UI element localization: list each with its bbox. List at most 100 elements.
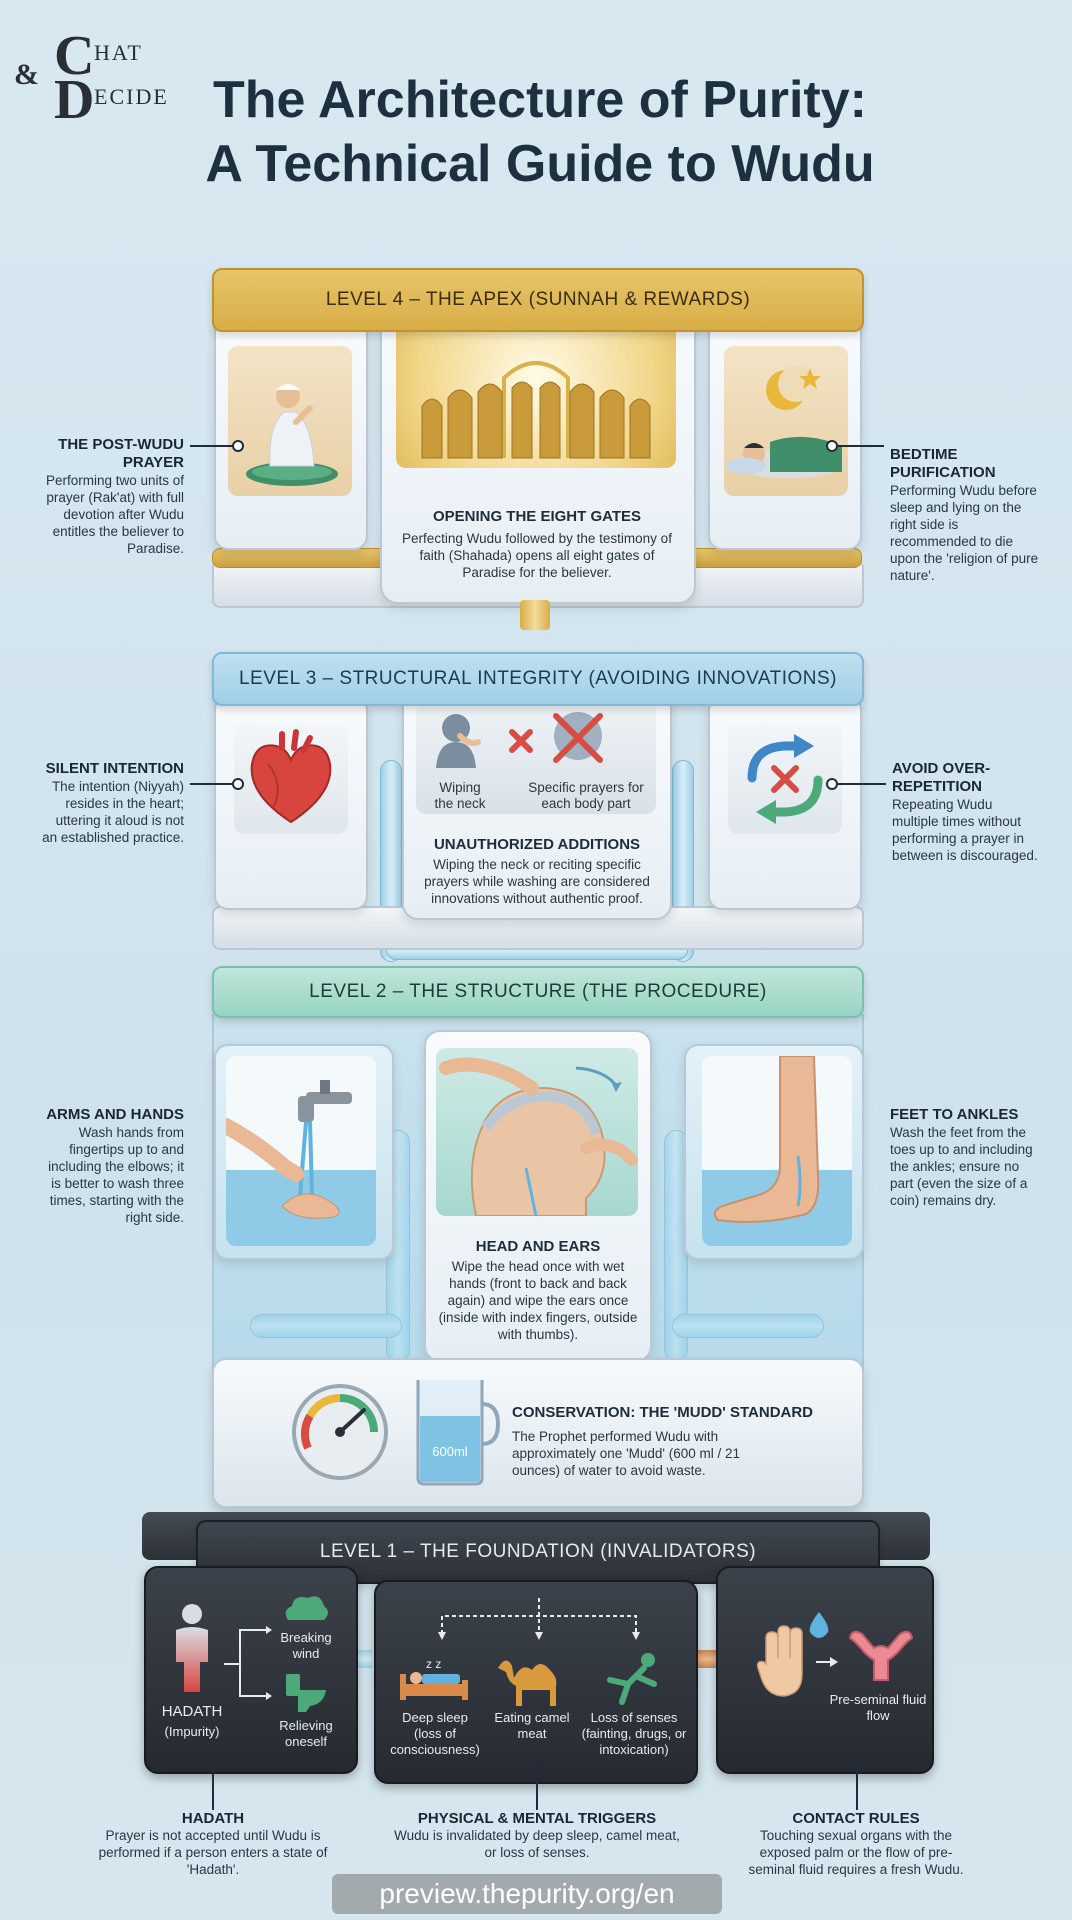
hadath-caption-text: Prayer is not accepted until Wudu is per…: [98, 1828, 328, 1877]
level1-right-box: Pre-seminal fluid flow: [716, 1566, 934, 1774]
level2-center-box: HEAD AND EARS Wipe the head once with we…: [424, 1030, 652, 1362]
triggers-caption: PHYSICAL & MENTAL TRIGGERS Wudu is inval…: [390, 1810, 684, 1861]
camel-icon: [498, 1660, 557, 1706]
heart-icon: [250, 729, 332, 824]
bedtime-purification-title: BEDTIME PURIFICATION: [890, 446, 996, 481]
feet-ankles-title: FEET TO ANKLES: [890, 1106, 1019, 1123]
deep-sleep-sub-label: (loss of consciousness): [390, 1726, 480, 1757]
title-line-2: A Technical Guide to Wudu: [205, 135, 875, 193]
arms-hands-title: ARMS AND HANDS: [46, 1106, 184, 1123]
level1-center-box: z z Deep sleep (loss of consciousness) E…: [374, 1580, 698, 1784]
conservation-panel: 600ml CONSERVATION: THE 'MUDD' STANDARD …: [212, 1358, 864, 1508]
leader-line: [212, 1750, 214, 1810]
over-repetition-label: AVOID OVER-REPETITION Repeating Wudu mul…: [892, 760, 1042, 864]
neck-and-prayers-icon: [436, 712, 603, 768]
gold-pipe: [520, 600, 550, 630]
palm-hand-icon: [756, 1625, 803, 1697]
hadath-caption: HADATH Prayer is not accepted until Wudu…: [96, 1810, 330, 1878]
footer-url[interactable]: preview.thepurity.org/en: [332, 1874, 722, 1914]
level3-center-box: Wiping the neck Specific prayers for eac…: [402, 688, 672, 920]
loss-of-senses-label: Loss of senses: [590, 1710, 678, 1725]
repeat-panel: [728, 724, 842, 834]
logo-letter-d: D: [54, 69, 95, 131]
feet-ankles-label: FEET TO ANKLES Wash the feet from the to…: [890, 1106, 1040, 1209]
feet-ankles-panel: [702, 1055, 852, 1246]
bedtime-purification-label: BEDTIME PURIFICATION Performing Wudu bef…: [890, 446, 1040, 584]
level2-band: LEVEL 2 – THE STRUCTURE (THE PROCEDURE): [212, 966, 864, 1018]
contact-rules-caption-title: CONTACT RULES: [792, 1810, 920, 1827]
person-icon: [176, 1604, 208, 1692]
silent-intention-label: SILENT INTENTION The intention (Niyyah) …: [40, 760, 184, 846]
sleeping-bed-icon: z z: [400, 1657, 468, 1700]
beaker-icon: [416, 1380, 500, 1486]
conservation-title: CONSERVATION: THE 'MUDD' STANDARD: [512, 1404, 814, 1421]
washing-hands-icon: [218, 1080, 352, 1219]
level3-left-box: [214, 696, 368, 910]
eight-gates-panel: [396, 318, 676, 468]
head-wiping-icon: [439, 1057, 638, 1217]
level4-left-box: [214, 318, 368, 550]
svg-text:z z: z z: [426, 1657, 441, 1671]
triggers-caption-text: Wudu is invalidated by deep sleep, camel…: [394, 1828, 680, 1860]
level3-band: LEVEL 3 – STRUCTURAL INTEGRITY (AVOIDING…: [212, 652, 864, 706]
hadath-caption-title: HADATH: [181, 1810, 245, 1827]
heart-panel: [234, 724, 348, 834]
leader-line: [836, 445, 884, 447]
wiping-neck-label: Wiping the neck: [434, 780, 486, 811]
level4-center-box: OPENING THE EIGHT GATES Perfecting Wudu …: [380, 300, 696, 604]
page-title: The Architecture of Purity: A Technical …: [120, 68, 960, 196]
unauthorized-additions-title: UNAUTHORIZED ADDITIONS: [433, 836, 641, 853]
triggers-caption-title: PHYSICAL & MENTAL TRIGGERS: [417, 1810, 657, 1827]
arrow-right-icon: [816, 1657, 838, 1667]
leader-line: [836, 783, 886, 785]
leader-line: [190, 445, 234, 447]
branch-arrows-icon: [224, 1626, 272, 1700]
arms-hands-text: Wash hands from fingertips up to and inc…: [48, 1125, 184, 1225]
relieving-oneself-label: Relieving oneself: [279, 1718, 333, 1749]
prayer-panel: [228, 346, 352, 496]
leader-dot: [826, 778, 838, 790]
level3-right-box: [708, 696, 862, 910]
foot-icon: [713, 1055, 820, 1223]
bedtime-panel: [724, 346, 848, 496]
over-repetition-title: AVOID OVER-REPETITION: [892, 760, 991, 795]
praying-person-icon: [246, 384, 338, 486]
repeat-cycle-icon: [747, 734, 823, 824]
leader-line: [536, 1760, 538, 1810]
deep-sleep-label: Deep sleep: [402, 1710, 468, 1725]
contact-rules-caption-text: Touching sexual organs with the exposed …: [748, 1828, 964, 1877]
beaker-label: 600ml: [432, 1444, 468, 1459]
contact-rules-caption: CONTACT RULES Touching sexual organs wit…: [738, 1810, 974, 1878]
head-ears-title: HEAD AND EARS: [475, 1238, 601, 1255]
breaking-wind-label: Breaking wind: [280, 1630, 332, 1661]
silent-intention-text: The intention (Niyyah) resides in the he…: [42, 779, 184, 845]
post-wudu-prayer-label: THE POST-WUDU PRAYER Performing two unit…: [40, 436, 184, 557]
level1-left-box: HADATH (Impurity) Breaking wind Relievin…: [144, 1566, 358, 1774]
feet-ankles-text: Wash the feet from the toes up to and in…: [890, 1125, 1033, 1208]
wind-cloud-icon: [285, 1596, 328, 1620]
title-line-1: The Architecture of Purity:: [213, 71, 867, 129]
trigger-arrows-icon: [438, 1598, 640, 1640]
water-drop-icon: [809, 1612, 829, 1638]
silent-intention-title: SILENT INTENTION: [45, 760, 184, 777]
eight-gates-icon: [421, 361, 651, 459]
level2-right-box: [684, 1044, 864, 1260]
logo-hat: HAT: [94, 40, 143, 65]
level4-band: LEVEL 4 – THE APEX (SUNNAH & REWARDS): [212, 268, 864, 332]
innovations-panel: Wiping the neck Specific prayers for eac…: [416, 702, 656, 814]
fainting-person-icon: [607, 1653, 657, 1705]
specific-prayers-label: Specific prayers for each body part: [528, 780, 644, 811]
head-ears-panel: [436, 1048, 638, 1217]
head-ears-text: Wipe the head once with wet hands (front…: [438, 1259, 638, 1342]
post-wudu-prayer-text: Performing two units of prayer (Rak'at) …: [45, 473, 184, 556]
reproductive-organ-icon: [848, 1630, 914, 1681]
eight-gates-text: Perfecting Wudu followed by the testimon…: [402, 531, 672, 580]
gauge-icon: [292, 1384, 388, 1480]
loss-of-senses-sub-label: (fainting, drugs, or intoxication): [581, 1726, 687, 1757]
unauthorized-additions-text: Wiping the neck or reciting specific pra…: [424, 857, 650, 906]
toilet-icon: [286, 1674, 326, 1712]
logo-letter-c: C: [54, 25, 95, 87]
logo-ecide: ECIDE: [94, 84, 169, 109]
over-repetition-text: Repeating Wudu multiple times without pe…: [892, 797, 1038, 863]
arms-hands-panel: [218, 1056, 376, 1246]
